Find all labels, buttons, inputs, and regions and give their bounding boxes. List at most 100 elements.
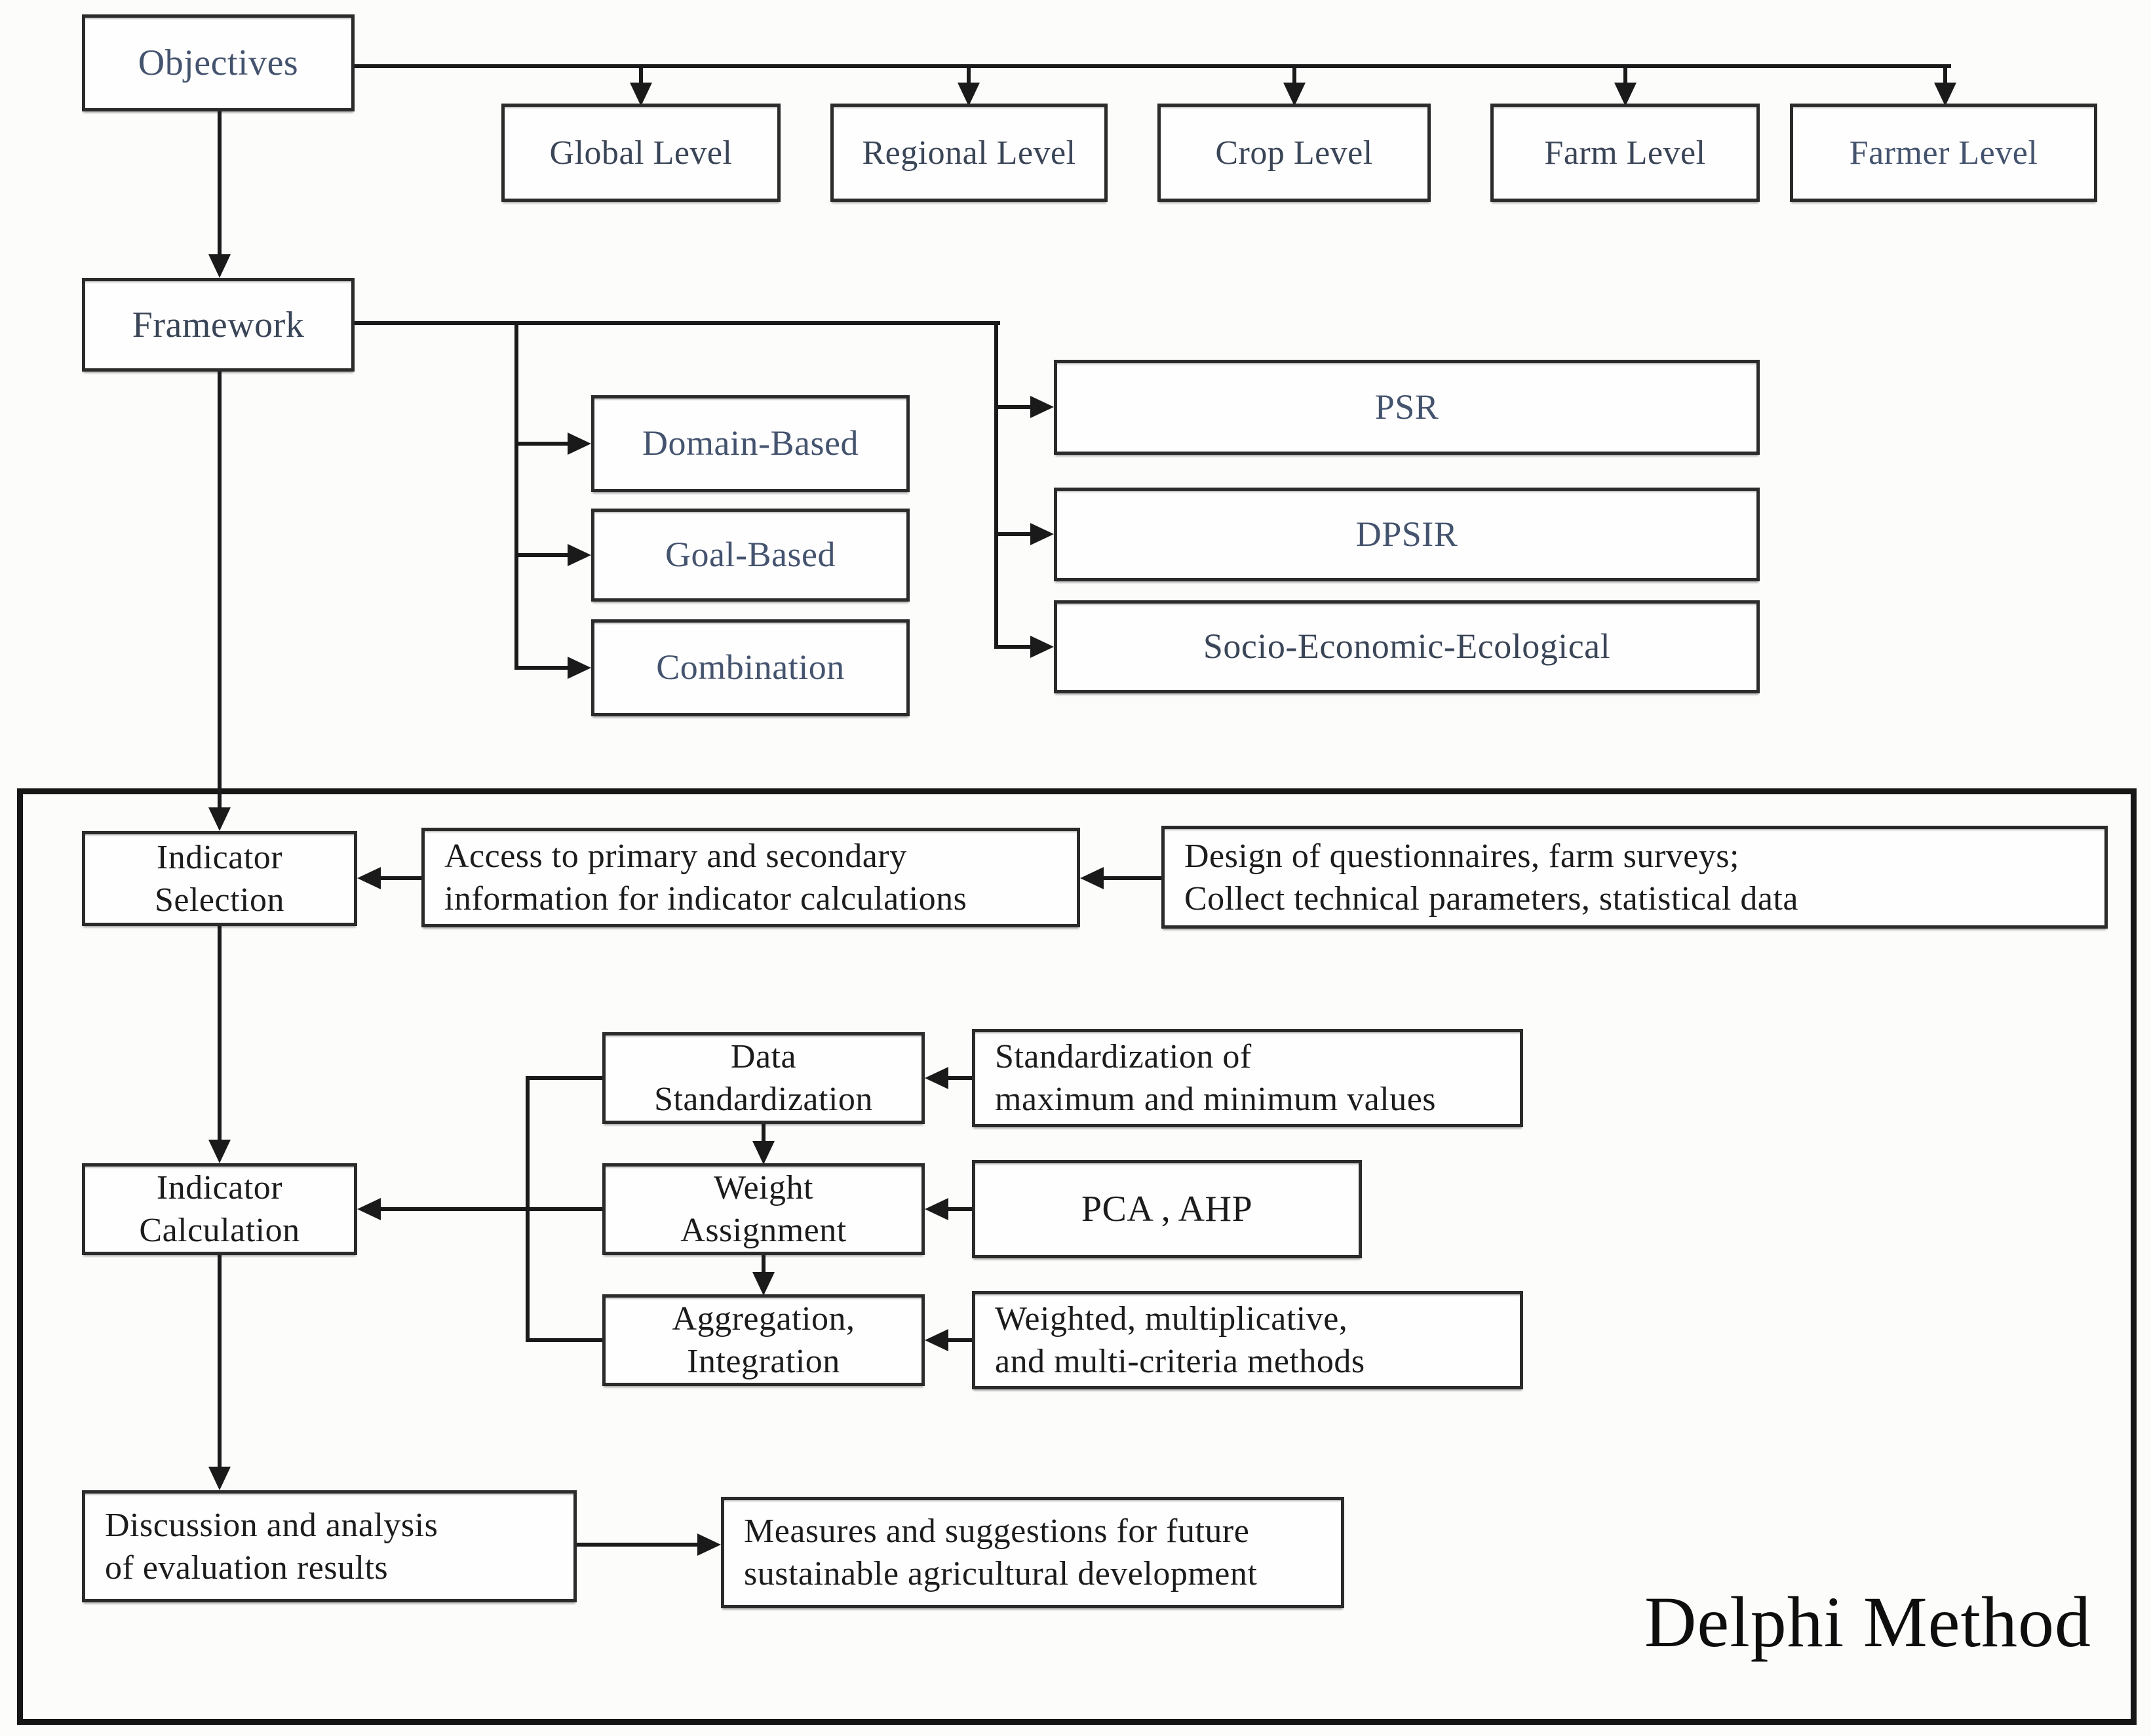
- node-indicator-calculation-label: Indicator Calculation: [139, 1169, 300, 1249]
- connector-drop-farm: [1623, 68, 1627, 85]
- node-crop-level-label: Crop Level: [1215, 134, 1373, 172]
- node-goal-based: Goal-Based: [591, 509, 910, 602]
- arrowhead-stdmaxmin-to-datastd: [925, 1067, 948, 1089]
- node-std-maxmin-label: Standardization of maximum and minimum v…: [995, 1038, 1437, 1118]
- node-domain-based: Domain-Based: [591, 395, 910, 492]
- arrowhead-selection: [208, 807, 231, 831]
- connector-framework-branch: [355, 321, 1000, 325]
- connector-drop-regional: [967, 68, 971, 85]
- node-design-surveys: Design of questionnaires, farm surveys; …: [1161, 826, 2108, 929]
- arrowhead-crop: [1283, 83, 1306, 106]
- connector-design-access: [1104, 876, 1161, 880]
- arrowhead-calculation: [208, 1140, 231, 1163]
- connector-stub-domain: [514, 442, 570, 446]
- connector-right-bracket: [994, 321, 998, 649]
- arrowhead-bracket-to-calculation: [357, 1198, 381, 1220]
- connector-access-selection: [381, 876, 421, 880]
- connector-weight-aggregation: [762, 1255, 765, 1275]
- node-indicator-selection-label: Indicator Selection: [154, 838, 284, 919]
- connector-bracket-datastd: [526, 1076, 602, 1080]
- node-std-maxmin: Standardization of maximum and minimum v…: [972, 1029, 1523, 1127]
- arrowhead-goal: [568, 544, 591, 566]
- node-socio-economic-ecological-label: Socio-Economic-Ecological: [1203, 627, 1611, 666]
- node-combination-label: Combination: [656, 647, 845, 687]
- node-dpsir-label: DPSIR: [1355, 514, 1458, 554]
- delphi-method-container: [17, 788, 2137, 1725]
- node-access-info-label: Access to primary and secondary informat…: [444, 838, 967, 917]
- node-farmer-level-label: Farmer Level: [1849, 134, 2038, 172]
- connector-drop-farmer: [1943, 68, 1947, 85]
- connector-pca-weight: [948, 1207, 972, 1211]
- delphi-method-label: Delphi Method: [1644, 1582, 2092, 1662]
- arrowhead-discussion: [208, 1467, 231, 1490]
- node-pca-ahp: PCA , AHP: [972, 1160, 1362, 1258]
- node-access-info: Access to primary and secondary informat…: [421, 828, 1080, 927]
- node-farm-level: Farm Level: [1490, 104, 1760, 202]
- arrowhead-aggregation: [752, 1272, 775, 1296]
- arrowhead-global: [630, 83, 652, 106]
- node-data-standardization-label: Data Standardization: [654, 1038, 873, 1118]
- connector-drop-global: [639, 68, 643, 85]
- arrowhead-farm: [1614, 83, 1637, 106]
- arrowhead-framework: [208, 254, 231, 278]
- node-framework: Framework: [82, 278, 355, 372]
- connector-objectives-framework: [218, 111, 222, 257]
- arrowhead-domain: [568, 433, 591, 455]
- arrowhead-weighted-to-aggregation: [925, 1329, 948, 1351]
- node-discussion-analysis-label: Discussion and analysis of evaluation re…: [105, 1506, 438, 1587]
- node-global-level-label: Global Level: [549, 134, 733, 172]
- node-discussion-analysis: Discussion and analysis of evaluation re…: [82, 1490, 577, 1602]
- node-combination: Combination: [591, 619, 910, 716]
- node-crop-level: Crop Level: [1157, 104, 1431, 202]
- connector-framework-selection: [218, 372, 222, 810]
- connector-stub-goal: [514, 553, 570, 557]
- connector-left-bracket: [514, 321, 518, 670]
- node-domain-based-label: Domain-Based: [642, 423, 859, 463]
- connector-selection-calculation: [218, 926, 222, 1140]
- arrowhead-design-to-access: [1080, 867, 1104, 889]
- connector-stub-dpsir: [994, 532, 1034, 536]
- connector-weighted-aggregation: [948, 1338, 972, 1342]
- node-aggregation-integration: Aggregation, Integration: [602, 1294, 925, 1386]
- arrowhead-farmer: [1934, 83, 1956, 106]
- connector-stub-psr: [994, 405, 1034, 409]
- node-framework-label: Framework: [132, 304, 305, 345]
- node-measures-suggestions: Measures and suggestions for future sust…: [721, 1497, 1344, 1608]
- node-design-surveys-label: Design of questionnaires, farm surveys; …: [1184, 837, 1798, 917]
- node-regional-level-label: Regional Level: [862, 134, 1076, 172]
- arrowhead-dpsir: [1030, 523, 1054, 545]
- node-socio-economic-ecological: Socio-Economic-Ecological: [1054, 600, 1760, 693]
- arrowhead-regional: [958, 83, 980, 106]
- connector-bracket-calculation: [381, 1207, 602, 1211]
- connector-stub-see: [994, 645, 1034, 649]
- arrowhead-access-to-selection: [357, 867, 381, 889]
- node-weight-assignment: Weight Assignment: [602, 1163, 925, 1255]
- node-psr: PSR: [1054, 360, 1760, 455]
- node-measures-suggestions-label: Measures and suggestions for future sust…: [744, 1513, 1258, 1592]
- arrowhead-pca-to-weight: [925, 1198, 948, 1220]
- node-weighted-methods-label: Weighted, multiplicative, and multi-crit…: [995, 1300, 1365, 1380]
- connector-stdmaxmin-datastd: [948, 1076, 972, 1080]
- arrowhead-psr: [1030, 396, 1054, 418]
- node-farm-level-label: Farm Level: [1544, 134, 1706, 172]
- connector-calculation-discussion: [218, 1255, 222, 1468]
- arrowhead-combination: [568, 657, 591, 679]
- node-objectives-label: Objectives: [138, 43, 299, 83]
- node-psr-label: PSR: [1374, 387, 1439, 427]
- arrowhead-measures: [697, 1533, 721, 1556]
- connector-bracket-aggregation: [526, 1338, 602, 1342]
- connector-discussion-measures: [577, 1543, 697, 1547]
- node-farmer-level: Farmer Level: [1790, 104, 2097, 202]
- connector-objectives-levels: [355, 64, 1951, 68]
- arrowhead-see: [1030, 636, 1054, 658]
- node-indicator-selection: Indicator Selection: [82, 831, 357, 926]
- node-objectives: Objectives: [82, 14, 355, 111]
- arrowhead-weight: [752, 1141, 775, 1165]
- node-weight-assignment-label: Weight Assignment: [680, 1169, 847, 1249]
- connector-datastd-weight: [762, 1124, 765, 1144]
- node-aggregation-integration-label: Aggregation, Integration: [672, 1300, 855, 1380]
- node-dpsir: DPSIR: [1054, 488, 1760, 581]
- node-pca-ahp-label: PCA , AHP: [1081, 1189, 1253, 1229]
- node-global-level: Global Level: [501, 104, 781, 202]
